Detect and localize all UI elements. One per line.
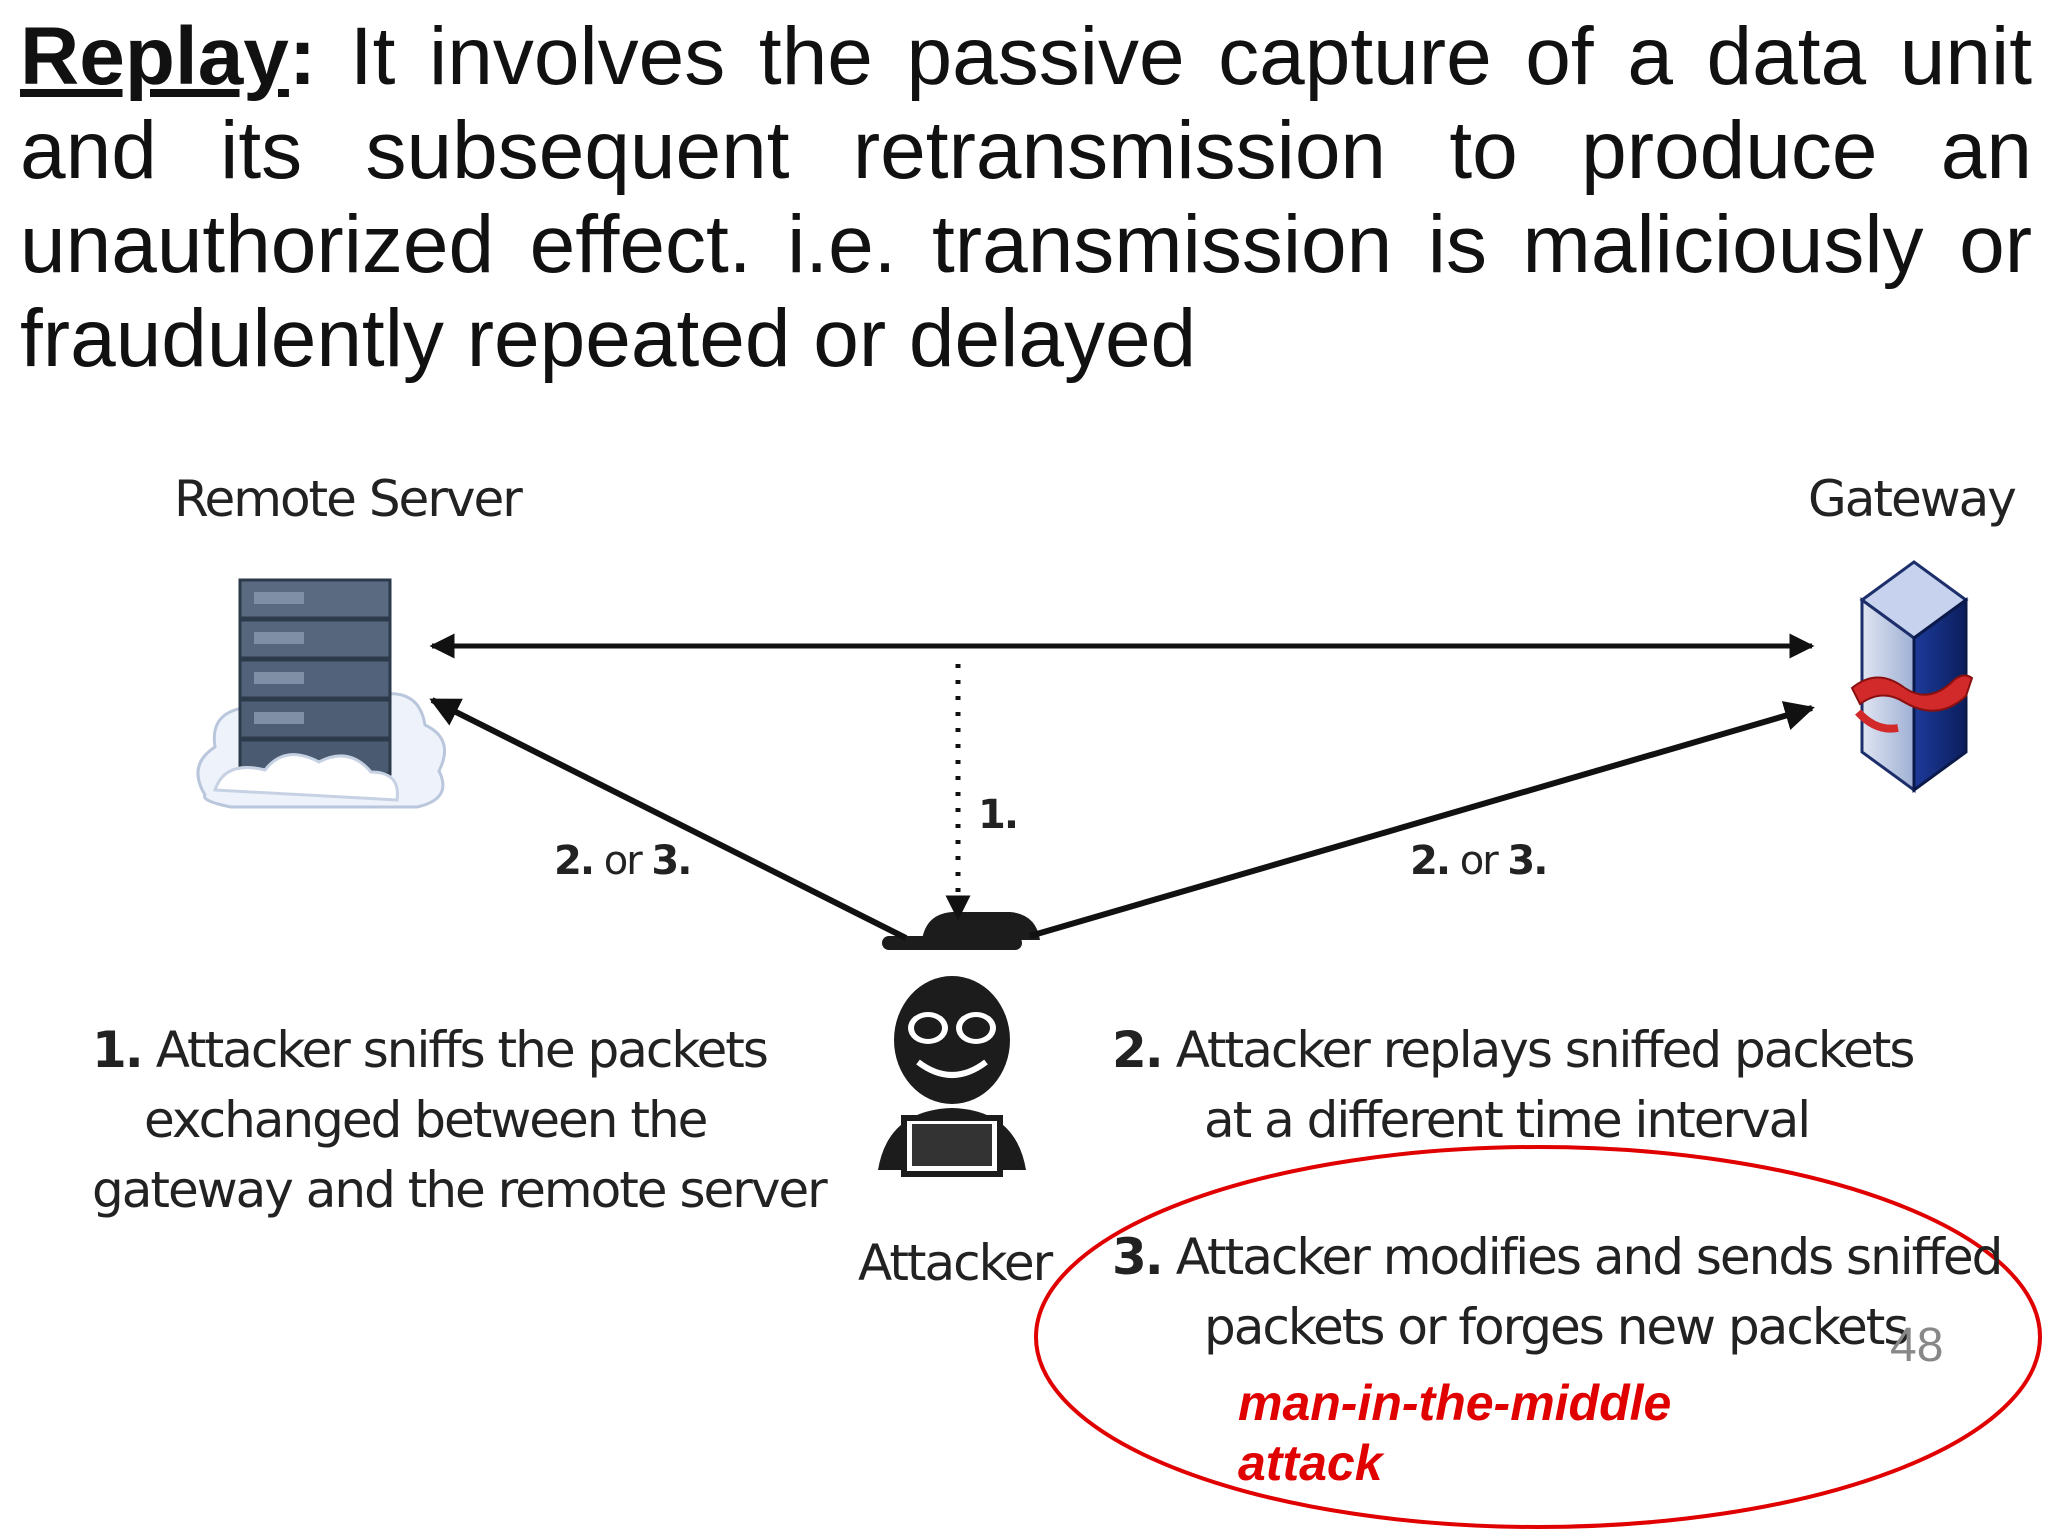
edge-label-right: 2. or 3.	[1410, 838, 1548, 884]
intro-line-1: Replay: It involves the passive capture …	[20, 10, 2032, 104]
step-2-description: 2. Attacker replays sniffed packets at a…	[1112, 1021, 1915, 1149]
page-number: 48	[1890, 1319, 1944, 1372]
intro-line-3: unauthorized effect. i.e. transmission i…	[20, 199, 2032, 290]
mitm-annotation: man-in-the-middle attack	[1238, 1375, 1672, 1491]
term-colon: :	[288, 11, 317, 102]
intro-line-2: and its subsequent retransmission to pro…	[20, 105, 2032, 196]
step-3-description: 3. Attacker modifies and sends sniffed p…	[1112, 1228, 2003, 1356]
edge-attacker-gateway	[1029, 701, 1815, 939]
mitm-highlight-ellipse	[1034, 1145, 2042, 1529]
step-1-description: 1. Attacker sniffs the packets exchanged…	[92, 1021, 828, 1219]
intro-paragraph: Replay: It involves the passive capture …	[20, 10, 2032, 386]
edge-label-sniff: 1.	[978, 792, 1019, 838]
gateway-label: Gateway	[1808, 470, 2017, 528]
gateway-icon	[1850, 560, 1974, 793]
edge-attacker-server	[429, 697, 908, 941]
term-replay: Replay	[20, 11, 289, 102]
remote-server-label: Remote Server	[174, 470, 523, 528]
intro-text-1: It involves the passive capture of a dat…	[349, 11, 2032, 102]
edge-label-left: 2. or 3.	[554, 838, 692, 884]
intro-line-4: fraudulently repeated or delayed	[20, 293, 1197, 384]
server-icon	[196, 578, 447, 809]
attacker-icon	[878, 912, 1040, 1177]
attacker-label: Attacker	[858, 1234, 1053, 1292]
